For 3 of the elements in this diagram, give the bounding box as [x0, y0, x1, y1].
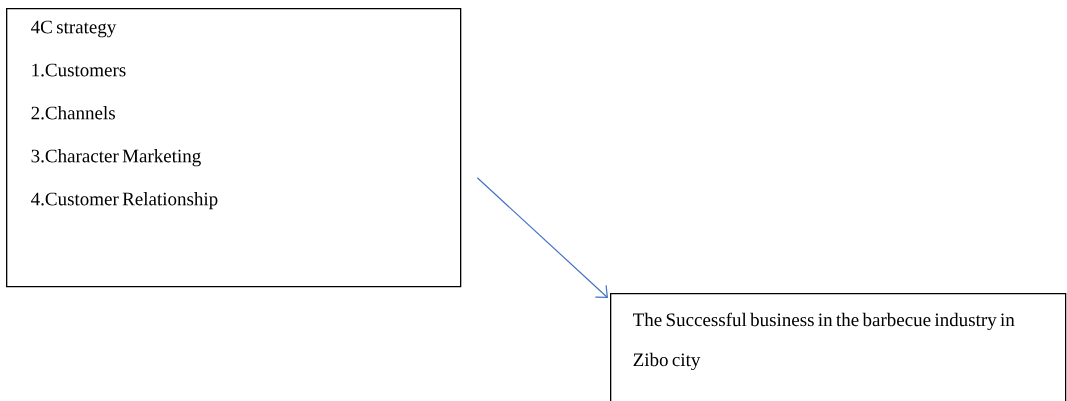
text-box: 4C strategy 1.Customers 2.Channels 3.Character Marketing 4.Customer Relationship	[6, 8, 462, 288]
arrow	[476, 177, 608, 298]
text-box: The Successful business in the barbecue industry in Zibo city	[610, 293, 1067, 401]
